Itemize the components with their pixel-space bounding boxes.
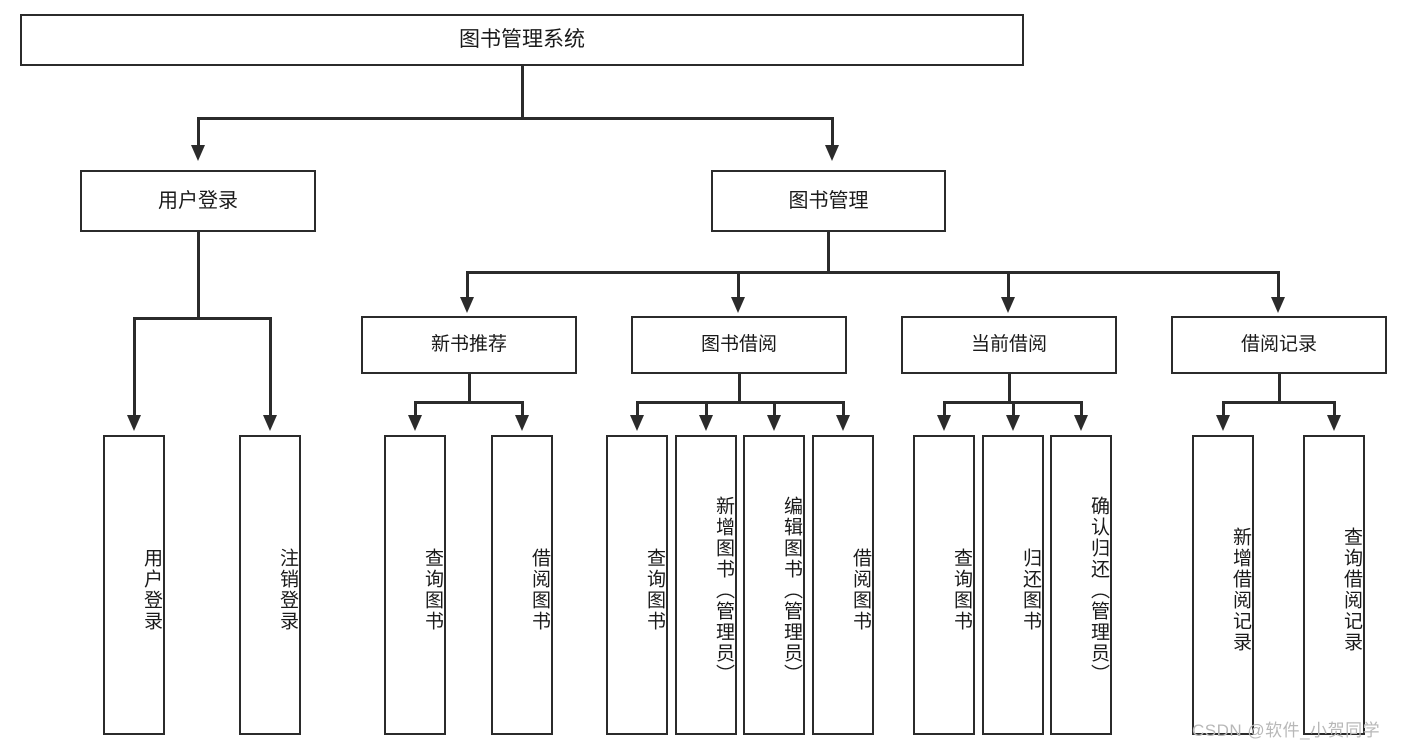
node-label: 当前借阅: [970, 334, 1047, 356]
node-label: 归还图书: [1020, 548, 1041, 632]
edge-book-mgmt-bus: [466, 271, 1278, 274]
node-label: 注销登录: [277, 548, 298, 632]
arrowhead-book-borrow-to-leaf-6: [767, 415, 781, 431]
edge-root-to-book-mgmt: [831, 117, 834, 147]
leaf-node-add-book-admin[interactable]: 新增图书（管理员）: [675, 435, 737, 735]
arrowhead-user-login-to-leaf-1: [263, 415, 277, 431]
edge-user-login-bus: [133, 317, 269, 320]
edge-borrow-records-to-leaf-11: [1222, 401, 1225, 417]
edge-book-mgmt-to-borrow-records: [1277, 271, 1280, 299]
node-label: 图书借阅: [700, 334, 777, 356]
edge-book-borrow-bus: [636, 401, 844, 404]
node-current-borrow[interactable]: 当前借阅: [901, 316, 1117, 374]
csdn-watermark: CSDN @软件_小贺同学: [1192, 721, 1381, 740]
edge-root-to-user-login: [197, 117, 200, 147]
leaf-node-query-books-borrow[interactable]: 查询图书: [606, 435, 668, 735]
arrowhead-book-mgmt-to-current-borrow: [1001, 297, 1015, 313]
leaf-node-edit-book-admin[interactable]: 编辑图书（管理员）: [743, 435, 805, 735]
edge-current-borrow-to-leaf-10: [1080, 401, 1083, 417]
arrowhead-borrow-records-to-leaf-11: [1216, 415, 1230, 431]
edge-book-mgmt-to-book-borrow: [737, 271, 740, 299]
node-label: 查询图书: [644, 548, 665, 632]
node-label: 确认归还（管理员）: [1088, 495, 1109, 685]
node-label: 新增图书（管理员）: [713, 495, 734, 685]
edge-book-borrow-to-leaf-4: [636, 401, 639, 417]
edge-current-borrow-to-leaf-9: [1012, 401, 1015, 417]
edge-book-mgmt-stem: [827, 232, 830, 271]
leaf-node-logout[interactable]: 注销登录: [239, 435, 301, 735]
node-label: 用户登录: [141, 548, 162, 632]
node-label: 编辑图书（管理员）: [781, 495, 802, 685]
leaf-node-query-books-recommend[interactable]: 查询图书: [384, 435, 446, 735]
leaf-node-confirm-return-admin[interactable]: 确认归还（管理员）: [1050, 435, 1112, 735]
node-new-book-recommend[interactable]: 新书推荐: [361, 316, 577, 374]
node-label: 查询图书: [951, 548, 972, 632]
edge-new-books-stem: [468, 374, 471, 401]
leaf-node-query-borrow-record[interactable]: 查询借阅记录: [1303, 435, 1365, 735]
edge-book-borrow-to-leaf-5: [705, 401, 708, 417]
edge-new-books-to-leaf-3: [521, 401, 524, 417]
arrowhead-book-mgmt-to-book-borrow: [731, 297, 745, 313]
edge-current-borrow-to-leaf-8: [943, 401, 946, 417]
leaf-node-return-books[interactable]: 归还图书: [982, 435, 1044, 735]
arrowhead-root-to-user-login: [191, 145, 205, 161]
leaf-node-borrow-books-recommend[interactable]: 借阅图书: [491, 435, 553, 735]
arrowhead-current-borrow-to-leaf-9: [1006, 415, 1020, 431]
leaf-node-borrow-books[interactable]: 借阅图书: [812, 435, 874, 735]
node-label: 新增借阅记录: [1230, 527, 1251, 653]
node-root-system[interactable]: 图书管理系统: [20, 14, 1024, 66]
arrowhead-current-borrow-to-leaf-10: [1074, 415, 1088, 431]
arrowhead-book-mgmt-to-borrow-records: [1271, 297, 1285, 313]
arrowhead-root-to-book-mgmt: [825, 145, 839, 161]
edge-current-borrow-stem: [1008, 374, 1011, 401]
arrowhead-new-books-to-leaf-2: [408, 415, 422, 431]
arrowhead-current-borrow-to-leaf-8: [937, 415, 951, 431]
edge-book-borrow-stem: [738, 374, 741, 401]
edge-borrow-records-stem: [1278, 374, 1281, 401]
leaf-node-query-books-current[interactable]: 查询图书: [913, 435, 975, 735]
arrowhead-borrow-records-to-leaf-12: [1327, 415, 1341, 431]
arrowhead-book-borrow-to-leaf-7: [836, 415, 850, 431]
edge-borrow-records-bus: [1222, 401, 1336, 404]
edge-user-login-to-leaf-0: [133, 317, 136, 417]
node-book-borrow[interactable]: 图书借阅: [631, 316, 847, 374]
arrowhead-book-mgmt-to-new-books: [460, 297, 474, 313]
arrowhead-book-borrow-to-leaf-5: [699, 415, 713, 431]
edge-new-books-bus: [414, 401, 524, 404]
node-label: 用户登录: [158, 189, 238, 212]
edge-user-login-to-leaf-1: [269, 317, 272, 417]
node-label: 新书推荐: [430, 334, 507, 356]
arrowhead-book-borrow-to-leaf-4: [630, 415, 644, 431]
node-label: 查询图书: [422, 548, 443, 632]
edge-book-borrow-to-leaf-6: [773, 401, 776, 417]
node-book-management[interactable]: 图书管理: [711, 170, 946, 232]
node-label: 图书管理系统: [459, 27, 585, 51]
arrowhead-new-books-to-leaf-3: [515, 415, 529, 431]
edge-book-mgmt-to-current-borrow: [1007, 271, 1010, 299]
node-label: 图书管理: [788, 189, 869, 212]
edge-new-books-to-leaf-2: [414, 401, 417, 417]
edge-book-borrow-to-leaf-7: [842, 401, 845, 417]
leaf-node-user-login[interactable]: 用户登录: [103, 435, 165, 735]
edge-root-bus: [197, 117, 834, 120]
edge-user-login-stem: [197, 232, 200, 317]
leaf-node-add-borrow-record[interactable]: 新增借阅记录: [1192, 435, 1254, 735]
node-label: 借阅图书: [529, 548, 550, 632]
edge-root-stem: [521, 66, 524, 117]
node-label: 借阅记录: [1240, 334, 1317, 356]
edge-book-mgmt-to-new-books: [466, 271, 469, 299]
node-user-login[interactable]: 用户登录: [80, 170, 316, 232]
node-label: 查询借阅记录: [1341, 527, 1362, 653]
arrowhead-user-login-to-leaf-0: [127, 415, 141, 431]
node-label: 借阅图书: [850, 548, 871, 632]
node-borrow-records[interactable]: 借阅记录: [1171, 316, 1387, 374]
edge-borrow-records-to-leaf-12: [1333, 401, 1336, 417]
